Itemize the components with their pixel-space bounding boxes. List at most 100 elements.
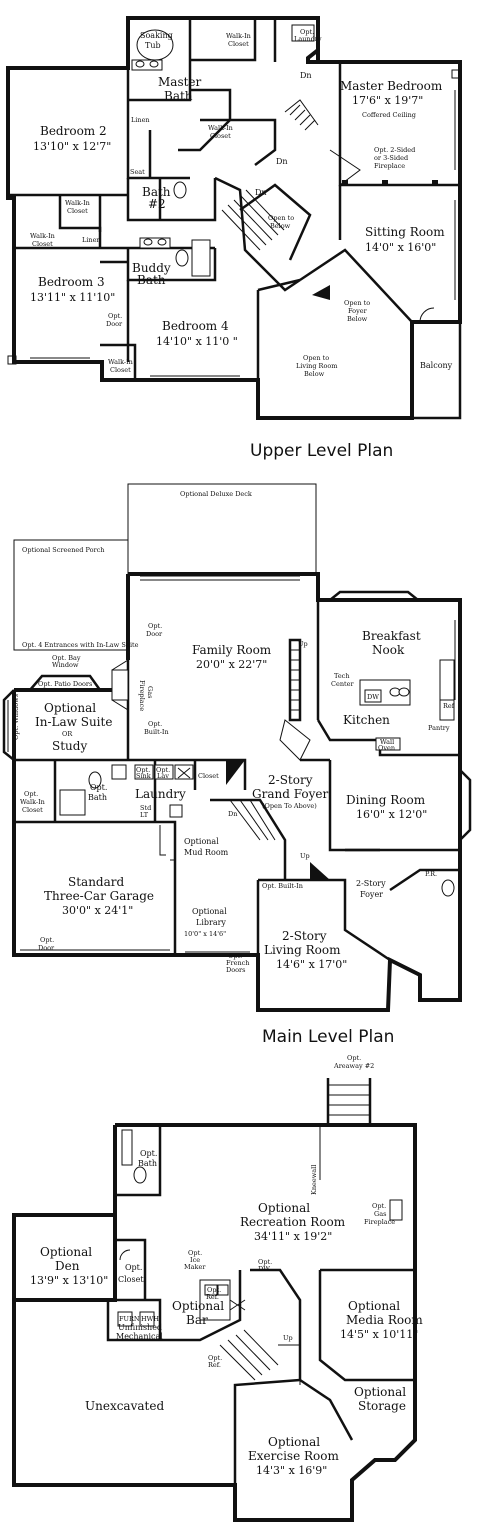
master-bath-name: Master [158,75,202,89]
wall-oven-label: Wall [380,738,394,746]
linen-label: Linen [131,116,150,124]
bedroom2-dim: 13'10" x 12'7" [33,140,111,153]
pantry-label: Pantry [428,724,450,732]
recreation-room-name-2: Recreation Room [240,1215,346,1229]
french-doors-label-3: Doors [226,966,245,974]
opt-walkin-label: Opt. [24,790,38,798]
mud-room-name: Optional [184,837,219,846]
lower-gas-fp-2: Gas [374,1210,386,1218]
walkin-closet-label: Walk-In [226,32,251,40]
water-heater-label: HWH [141,1315,159,1323]
bedroom2-closet-label: Walk-In [65,199,90,207]
bar-name-2: Bar [186,1313,208,1327]
garage-name: Standard [68,875,124,889]
garage-opt-door-2: Door [38,944,55,952]
bar-name: Optional [172,1299,224,1313]
lower-opt-closet: Opt. [125,1263,142,1272]
opt-laundry-label: Opt. [300,28,314,36]
patio-doors-label: Opt. Patio Doors [38,680,92,688]
inlaw-or-label: OR [62,730,73,738]
std-lt-label-2: LT [140,811,149,819]
foyer2-name: 2-Story [356,879,386,888]
living-room-name: 2-Story [282,929,327,943]
areaway-label-2: Areaway #2 [333,1062,374,1070]
garage-opt-door: Opt. [40,936,54,944]
upper-dn-label: Dn [300,71,312,80]
opt-lav-label-2: Lav [157,772,169,780]
opt-bath-label-2: Bath [88,793,107,802]
garage-name-2: Three-Car Garage [44,889,154,903]
std-lt-label: Std [140,804,151,812]
upper-level-plan [6,16,462,420]
bedroom3-closet-label: Walk-In [30,232,55,240]
recreation-room-dim: 34'11" x 19'2" [254,1230,332,1243]
bedroom3-name: Bedroom 3 [38,275,105,289]
mud-room-name-2: Mud Room [184,848,229,857]
grand-foyer-note: (Open To Above) [262,802,317,810]
main-level-title: Main Level Plan [262,1027,394,1047]
lower-opt-bath-2: Bath [138,1159,157,1168]
opt-laundry-label-2: Laundry [294,35,322,43]
powder-room-label: P.R. [425,870,437,878]
open-living-label-2: Living Room [296,362,337,370]
opt-walkin-label-3: Closet [22,806,43,814]
ref-label: Ref [443,702,455,710]
master-bedroom-name: Master Bedroom [340,79,443,93]
opt-lav-label: Opt. [156,766,170,774]
unfinished-label-2: Mechanical [116,1332,163,1341]
opt-dw-label: Opt. [258,1258,272,1266]
open-below-label: Open to [268,214,294,222]
french-doors-label-2: French [226,959,249,967]
library-dim: 10'0" x 14'6" [184,930,226,938]
dn-label: Dn [228,810,237,818]
exercise-room-dim: 14'3" x 16'9" [256,1464,327,1477]
bar-opt-ref-b: Opt. [208,1354,222,1362]
upper-dn-label-3: Dn [255,188,267,197]
bath2-name: Bath [142,185,171,199]
linen-2-label: Linen [82,236,101,244]
fireplace-option-label-3: Fireplace [374,162,405,170]
unexcavated-label: Unexcavated [85,1399,164,1413]
seat-label: Seat [130,168,145,176]
family-builtin-label-2: Built-In [144,728,169,736]
lower-gas-fp-3: Fireplace [364,1218,395,1226]
unfinished-label: Unfinished [118,1323,162,1332]
main-level-plan [2,483,472,1012]
opt-sink-label-2: Sink [136,772,151,780]
family-room-name: Family Room [192,643,272,657]
recreation-room-name: Optional [258,1201,310,1215]
den-name-2: Den [55,1259,80,1273]
grand-foyer-name: 2-Story [268,773,313,787]
deck-label: Optional Deluxe Deck [180,490,252,498]
bath2-name-2: #2 [148,197,166,211]
screened-porch-label: Optional Screened Porch [22,546,104,554]
soaking-tub-label-2: Tub [145,41,161,50]
fireplace-option-label-2: or 3-Sided [374,154,408,162]
bedroom3-dim: 13'11" x 11'10" [30,291,115,304]
open-below-label-2: Below [270,222,291,230]
bar-opt-ref-b-2: Ref. [208,1361,221,1369]
opt-dw-label-2: DW [258,1265,270,1273]
garage-dim: 30'0" x 24'1" [62,904,133,917]
upper-level-title: Upper Level Plan [250,441,393,461]
media-room-name-2: Media Room [346,1313,423,1327]
balcony-label: Balcony [420,361,453,370]
bedroom2-closet-label-2: Closet [67,207,88,215]
soaking-tub-label: Soaking [140,31,173,40]
laundry-name: Laundry [135,787,186,801]
ice-maker-label-2: Ice [190,1256,200,1264]
lower-opt-closet-2: Closet [118,1275,144,1284]
sitting-room-dim: 14'0" x 16'0" [365,241,436,254]
media-room-dim: 14'5" x 10'11" [340,1328,418,1341]
walkin-closet-2-label: Walk-In [208,124,233,132]
bedroom2-name: Bedroom 2 [40,124,107,138]
gas-fireplace-label: Gas [146,686,154,698]
open-foyer-label-2: Foyer [348,307,368,315]
breakfast-nook-name: Breakfast [362,629,421,643]
dining-room-dim: 16'0" x 12'0" [356,808,427,821]
breakfast-nook-name-2: Nook [372,643,405,657]
opt-windows-label: Opt. Windows [12,694,20,740]
bedroom4-dim: 14'10" x 11'0 " [156,335,238,348]
fireplace-option-label: Opt. 2-Sided [374,146,415,154]
